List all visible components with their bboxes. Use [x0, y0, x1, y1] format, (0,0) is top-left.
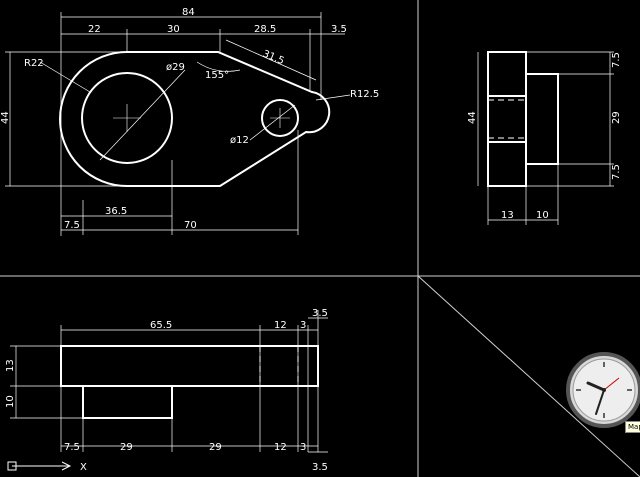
- dim-side-7-5-top: 7.5: [611, 52, 622, 68]
- dim-side-29: 29: [611, 111, 622, 124]
- dim-front-7-5: 7.5: [64, 442, 80, 453]
- dim-side-7-5-bottom: 7.5: [611, 164, 622, 180]
- dim-r22: R22: [24, 58, 44, 69]
- dim-36-5: 36.5: [105, 206, 127, 217]
- dim-front-29-b: 29: [209, 442, 222, 453]
- top-view-dimension-lines: [5, 12, 351, 236]
- clock-ticks-icon: [576, 362, 632, 418]
- dim-front-65-5: 65.5: [150, 320, 172, 331]
- dim-dia-12: ø12: [230, 135, 249, 146]
- dim-side-10: 10: [536, 210, 549, 221]
- big-hole: [81, 72, 173, 164]
- dim-r12-5: R12.5: [350, 89, 379, 100]
- dim-30: 30: [167, 24, 180, 35]
- dim-28-5: 28.5: [254, 24, 276, 35]
- top-view[interactable]: [59, 51, 331, 187]
- dim-84: 84: [182, 7, 195, 18]
- top-view-outline: [59, 51, 331, 187]
- dim-dia-29: ø29: [166, 62, 185, 73]
- front-view-hidden-lines: [259, 346, 299, 386]
- clock-tooltip: Map: [625, 421, 640, 433]
- front-view-dimension-lines: [10, 310, 328, 453]
- dim-side-13: 13: [501, 210, 514, 221]
- side-view[interactable]: [487, 51, 559, 187]
- dim-22: 22: [88, 24, 101, 35]
- dim-front-3-5-bottom: 3.5: [312, 462, 328, 473]
- side-view-dimension-lines: [477, 51, 614, 225]
- dim-44: 44: [0, 111, 11, 124]
- clock-hour-hand-icon: [586, 381, 606, 392]
- clock-widget[interactable]: [566, 352, 640, 428]
- dim-side-44: 44: [467, 111, 478, 124]
- dim-70: 70: [184, 220, 197, 231]
- front-view-dimension-text: 65.5 12 3 3.5 13 10 7.5 29 29 12 3 3.5: [5, 308, 328, 473]
- clock-second-hand-icon: [603, 377, 620, 391]
- dim-front-3-bottom: 3: [300, 442, 306, 453]
- dim-31-5: 31.5: [261, 49, 286, 68]
- dim-front-29-a: 29: [120, 442, 133, 453]
- dim-3-5: 3.5: [331, 24, 347, 35]
- side-view-hidden-lines: [488, 99, 526, 139]
- dim-angle-155: 155°: [205, 70, 229, 81]
- dim-front-3: 3: [300, 320, 306, 331]
- dim-7-5: 7.5: [64, 220, 80, 231]
- clock-minute-hand-icon: [595, 389, 605, 415]
- dim-front-13: 13: [5, 359, 16, 372]
- dim-front-12: 12: [274, 320, 287, 331]
- top-view-dimension-text: 84 22 30 28.5 3.5 31.5 155° R22 R12.5 ø2…: [0, 7, 379, 231]
- ucs-x-label: X: [80, 462, 87, 473]
- dim-front-12-bottom: 12: [274, 442, 287, 453]
- front-view[interactable]: [60, 345, 319, 419]
- side-view-dimension-text: 44 7.5 29 7.5 13 10: [467, 52, 622, 221]
- top-view-centerlines: [113, 104, 290, 132]
- dim-front-10: 10: [5, 395, 16, 408]
- ucs-icon: X: [7, 461, 87, 473]
- dim-front-3-5-top: 3.5: [312, 308, 328, 319]
- small-hole: [261, 99, 299, 137]
